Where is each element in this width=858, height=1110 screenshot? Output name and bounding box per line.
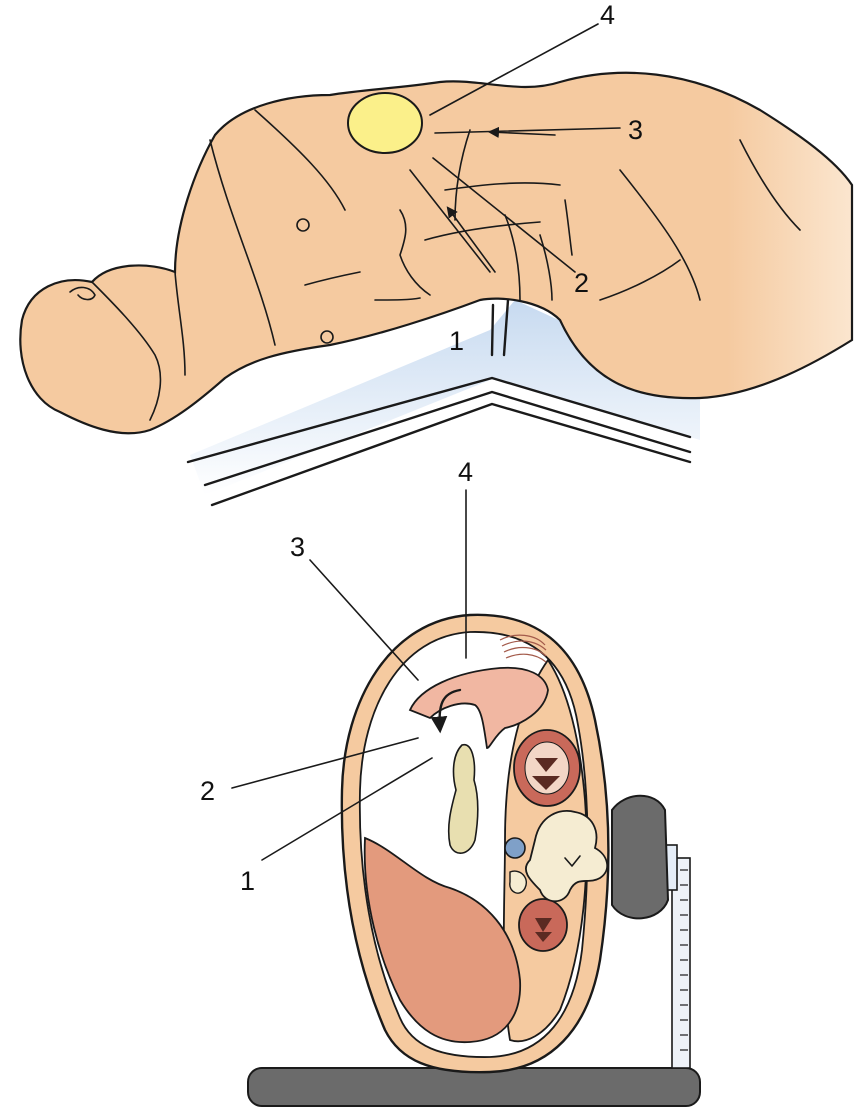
callout-label-3: 3: [628, 115, 643, 145]
cross-section-label-4: 4: [458, 457, 473, 487]
gallbladder-projection: [348, 93, 422, 153]
base-plate: [248, 1068, 700, 1106]
callout-label-1: 1: [449, 326, 464, 356]
side-support-pad: [612, 796, 668, 919]
top-view-patient: [20, 24, 852, 505]
cross-section: [232, 490, 700, 1106]
cross-section-label-2: 2: [200, 776, 215, 806]
cross-section-label-3: 3: [290, 532, 305, 562]
aorta: [505, 838, 525, 858]
cross-section-label-1: 1: [240, 866, 255, 896]
callout-label-2: 2: [574, 268, 589, 298]
callout-label-4: 4: [600, 0, 615, 30]
